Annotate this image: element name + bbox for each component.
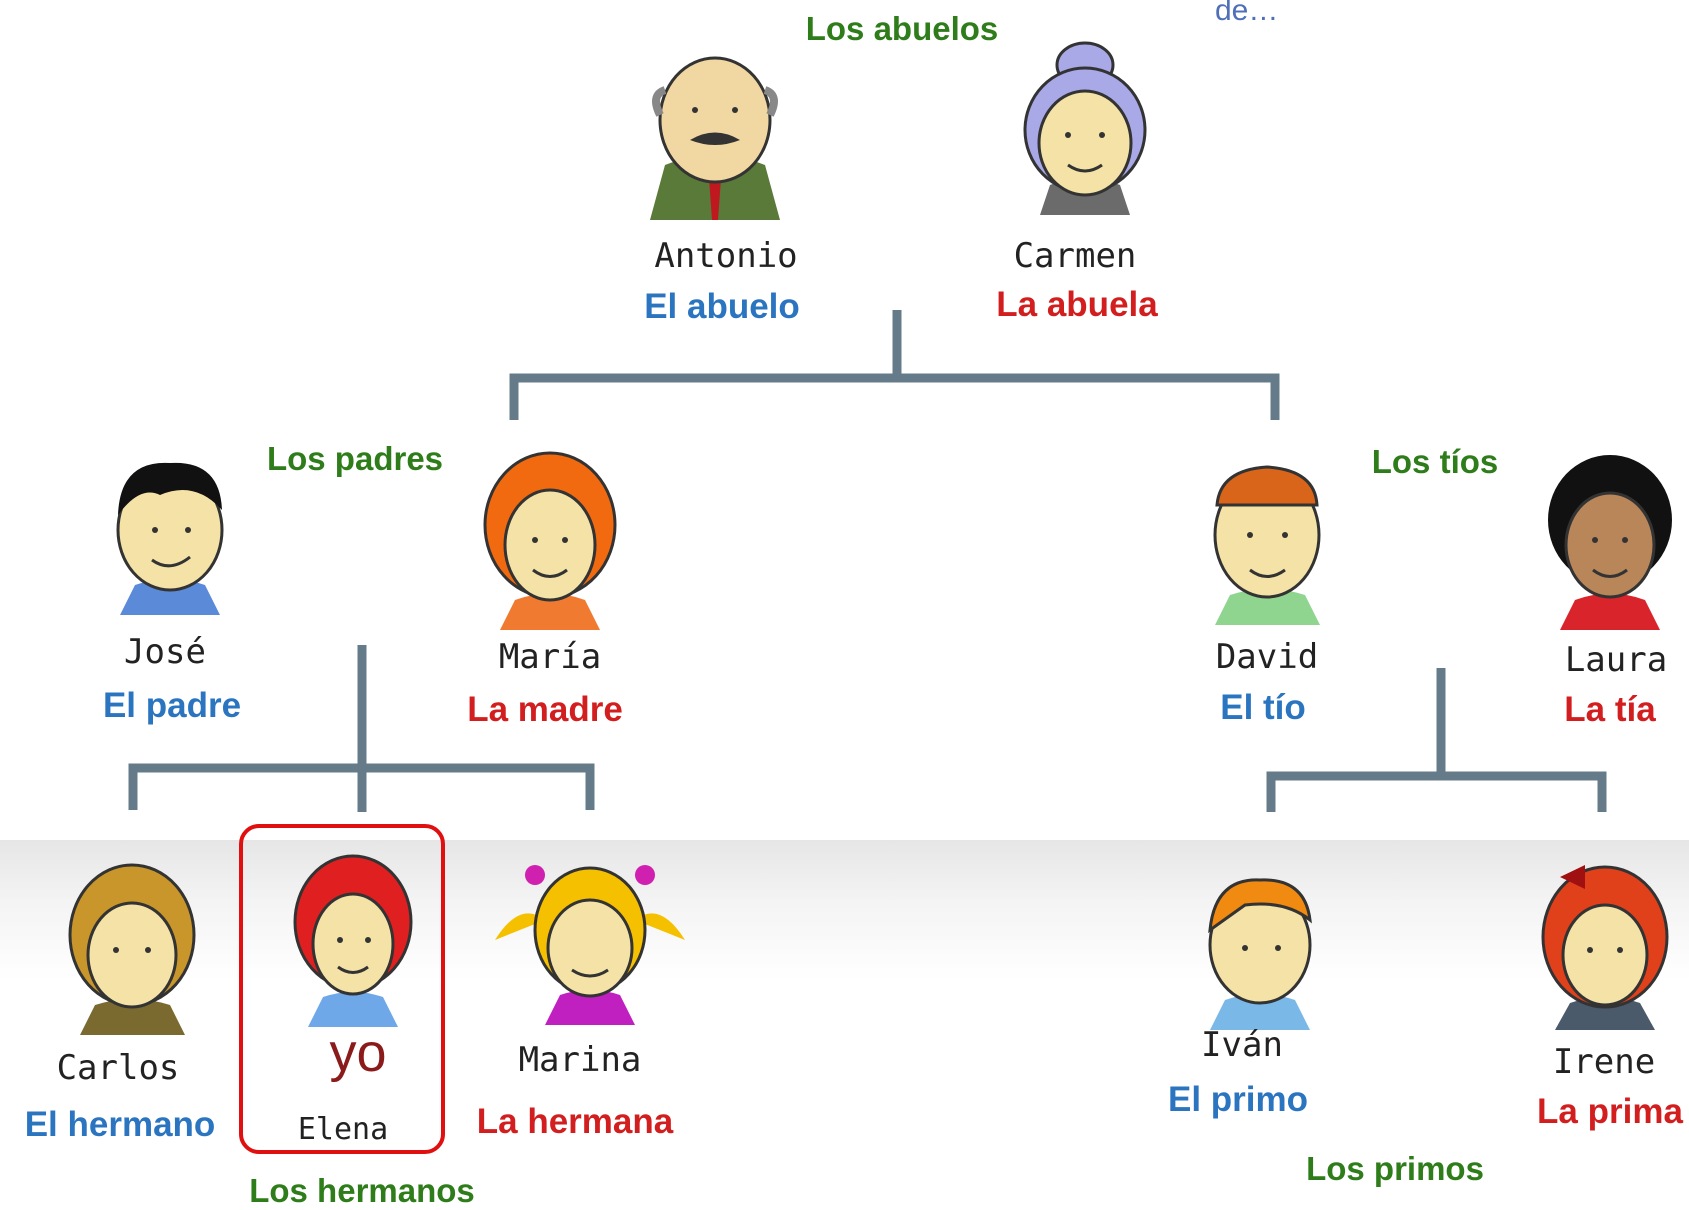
connector-grandparents-bar (509, 373, 1280, 420)
name-marina: Marina (518, 1040, 642, 1080)
role-la-hermana: La hermana (476, 1102, 674, 1141)
name-ivan: Iván (1201, 1025, 1283, 1065)
name-carmen: Carmen (1013, 236, 1137, 276)
elena-avatar (293, 854, 413, 1027)
role-el-padre: El padre (102, 686, 242, 725)
label-los-primos: Los primos (1306, 1150, 1484, 1187)
name-antonio: Antonio (654, 236, 798, 276)
label-yo: yo (329, 1023, 387, 1083)
name-maria: María (498, 637, 602, 677)
label-los-hermanos: Los hermanos (249, 1172, 475, 1209)
label-los-abuelos: Los abuelos (805, 10, 999, 47)
role-el-abuelo: El abuelo (644, 287, 800, 326)
role-la-abuela: La abuela (996, 285, 1158, 324)
name-jose: José (124, 632, 206, 672)
name-elena: Elena (297, 1112, 389, 1147)
carmen-avatar (1023, 41, 1147, 215)
role-la-tia: La tía (1564, 690, 1656, 729)
name-laura: Laura (1564, 640, 1668, 680)
role-el-tio: El tío (1220, 688, 1306, 727)
me-highlight-box (239, 824, 445, 1154)
corner-text: de… (1215, 0, 1279, 27)
role-el-hermano: El hermano (24, 1105, 216, 1144)
name-david: David (1215, 637, 1319, 677)
antonio-avatar (650, 56, 780, 220)
name-carlos: Carlos (56, 1048, 180, 1088)
role-la-madre: La madre (467, 690, 623, 729)
jose-avatar (116, 462, 224, 615)
carlos-avatar (68, 863, 196, 1035)
label-los-tios: Los tíos (1371, 443, 1499, 480)
david-avatar (1213, 465, 1321, 625)
ivan-avatar (1208, 878, 1312, 1030)
name-irene: Irene (1552, 1042, 1656, 1082)
maria-avatar (483, 451, 617, 630)
irene-avatar (1541, 865, 1669, 1030)
marina-avatar (495, 865, 685, 1025)
label-los-padres: Los padres (266, 440, 444, 477)
floor-shadow-band (0, 840, 1689, 980)
role-la-prima: La prima (1537, 1092, 1683, 1131)
laura-avatar (1548, 455, 1672, 630)
connector-cousins-bar (1266, 771, 1607, 812)
role-el-primo: El primo (1167, 1080, 1309, 1119)
